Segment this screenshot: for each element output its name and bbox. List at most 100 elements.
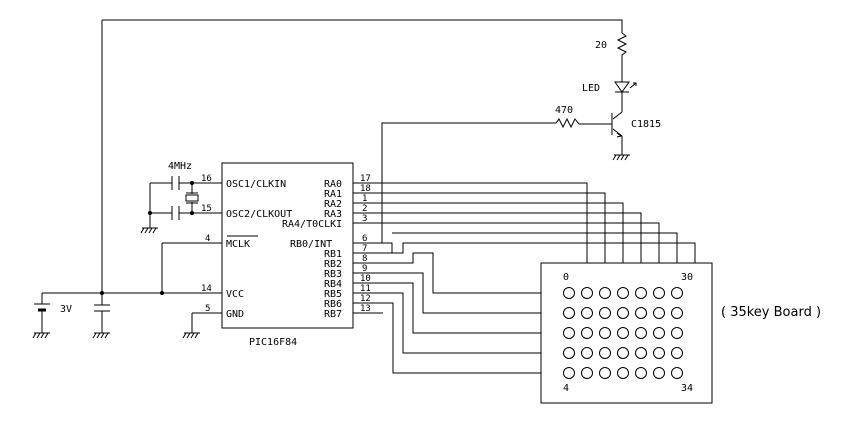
chip-label: PIC16F84 bbox=[249, 337, 297, 348]
wire-rb1 bbox=[353, 242, 696, 263]
keyboard-key bbox=[581, 307, 593, 319]
keyboard-key bbox=[671, 367, 683, 379]
wire-rb5 bbox=[353, 292, 541, 354]
battery-ground bbox=[32, 332, 50, 339]
keyboard-label-bottom-right: 34 bbox=[681, 383, 693, 394]
wire-rb0-col bbox=[391, 232, 678, 263]
battery-label: 3V bbox=[60, 304, 72, 315]
pin-name-rb7: RB7 bbox=[324, 309, 342, 320]
transistor-symbol bbox=[611, 111, 630, 161]
keyboard-key bbox=[563, 287, 575, 299]
wire-ra1 bbox=[353, 192, 606, 263]
keyboard-key bbox=[617, 367, 629, 379]
wire-rb6 bbox=[353, 302, 541, 374]
keyboard-key bbox=[563, 307, 575, 319]
pin-number-16: 16 bbox=[201, 174, 212, 184]
junction-cap bbox=[148, 211, 152, 215]
chip-body bbox=[221, 162, 354, 329]
keyboard-key bbox=[635, 367, 647, 379]
pin-number-9: 9 bbox=[362, 264, 367, 274]
pin-name-gnd: GND bbox=[226, 309, 244, 320]
keyboard-key bbox=[599, 287, 611, 299]
junction-osc2 bbox=[190, 211, 194, 215]
pin-number-13: 13 bbox=[360, 304, 371, 314]
pin-number-14: 14 bbox=[201, 284, 212, 294]
pin-name-mclr: MCLK bbox=[226, 239, 250, 250]
base-resistor-wire bbox=[381, 117, 612, 243]
crystal-body bbox=[185, 194, 199, 202]
keyboard-key bbox=[599, 367, 611, 379]
pin-number-12: 12 bbox=[360, 294, 371, 304]
keyboard-key bbox=[599, 347, 611, 359]
pin-name-rb4: RB4 bbox=[324, 279, 342, 290]
crystal-plates bbox=[186, 192, 198, 204]
pin-name-rb0: RB0/INT bbox=[290, 239, 332, 250]
keyboard-key bbox=[635, 307, 647, 319]
led-symbol bbox=[614, 81, 637, 112]
pin-name-rb2: RB2 bbox=[324, 259, 342, 270]
keyboard-key bbox=[599, 327, 611, 339]
keyboard-key bbox=[653, 367, 665, 379]
pin-name-osc1: OSC1/CLKIN bbox=[226, 179, 286, 190]
keyboard-key bbox=[581, 367, 593, 379]
keyboard-key bbox=[671, 327, 683, 339]
chip-ground bbox=[182, 332, 200, 339]
wire-rb4 bbox=[353, 282, 541, 334]
pin-number-17: 17 bbox=[360, 174, 371, 184]
keyboard-key bbox=[653, 287, 665, 299]
wire-ra4 bbox=[353, 222, 660, 263]
pin-number-2: 2 bbox=[362, 204, 367, 214]
pin-number-1: 1 bbox=[362, 194, 367, 204]
keyboard-key bbox=[653, 327, 665, 339]
decoupling-capacitor bbox=[94, 293, 110, 333]
wire-rb3 bbox=[353, 272, 541, 314]
pin-name-ra1: RA1 bbox=[324, 189, 342, 200]
pin-number-4: 4 bbox=[205, 234, 210, 244]
pin-name-osc2: OSC2/CLKOUT bbox=[226, 209, 292, 220]
supply-top-wire bbox=[102, 19, 623, 33]
keyboard-key bbox=[635, 287, 647, 299]
keyboard-label-bottom-left: 4 bbox=[563, 383, 569, 394]
capacitor-ground bbox=[92, 332, 110, 339]
keyboard-key bbox=[581, 327, 593, 339]
keyboard-key bbox=[581, 347, 593, 359]
keyboard-key bbox=[671, 347, 683, 359]
pin-name-rb6: RB6 bbox=[324, 299, 342, 310]
keyboard-key bbox=[635, 347, 647, 359]
keyboard-key bbox=[635, 327, 647, 339]
keyboard-key bbox=[581, 287, 593, 299]
keyboard-label-top-right: 30 bbox=[681, 272, 693, 283]
keyboard-label-top-left: 0 bbox=[563, 272, 569, 283]
keyboard-key bbox=[563, 367, 575, 379]
osc1-capacitor bbox=[171, 176, 180, 190]
pin-number-10: 10 bbox=[360, 274, 371, 284]
pin-number-7: 7 bbox=[362, 244, 367, 254]
keyboard-key bbox=[617, 327, 629, 339]
led-label: LED bbox=[582, 83, 600, 94]
keyboard-key bbox=[671, 287, 683, 299]
osc2-capacitor bbox=[171, 206, 180, 220]
pin-name-rb3: RB3 bbox=[324, 269, 342, 280]
pin-name-ra2: RA2 bbox=[324, 199, 342, 210]
wire-ra0 bbox=[353, 182, 588, 263]
keyboard-key bbox=[653, 307, 665, 319]
pin-name-rb1: RB1 bbox=[324, 249, 342, 260]
pin-name-ra4: RA4/T0CLKI bbox=[282, 219, 342, 230]
pin-number-6: 6 bbox=[362, 234, 367, 244]
base-resistor-label: 470 bbox=[555, 105, 573, 116]
keyboard-note: ( 35key Board ) bbox=[721, 305, 821, 320]
junction-mclr bbox=[160, 291, 164, 295]
keyboard-key bbox=[563, 327, 575, 339]
pin-name-ra0: RA0 bbox=[324, 179, 342, 190]
junction-osc1 bbox=[190, 181, 194, 185]
pin-name-rb5: RB5 bbox=[324, 289, 342, 300]
pin-name-ra3: RA3 bbox=[324, 209, 342, 220]
pin-number-11: 11 bbox=[360, 284, 371, 294]
keyboard-key bbox=[563, 347, 575, 359]
pin-number-3: 3 bbox=[362, 214, 367, 224]
keyboard-key bbox=[617, 287, 629, 299]
keyboard-key bbox=[653, 347, 665, 359]
led-resistor-label: 20 bbox=[595, 40, 607, 51]
wire-ra3 bbox=[353, 212, 642, 263]
